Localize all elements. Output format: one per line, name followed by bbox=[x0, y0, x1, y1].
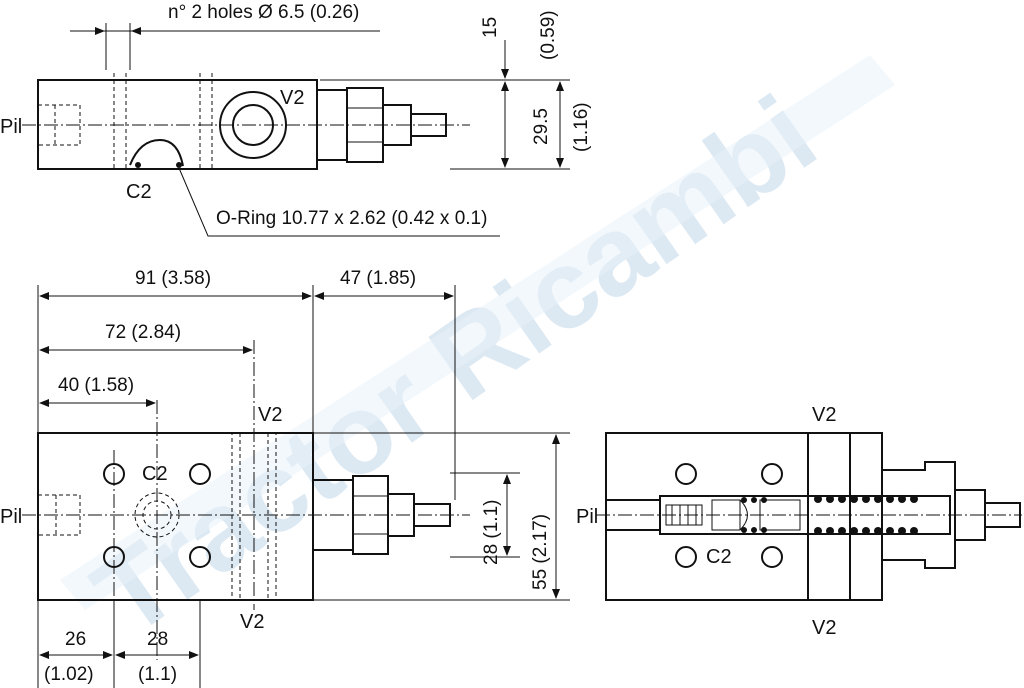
section-port-v2-bottom: V2 bbox=[812, 617, 836, 639]
dim-29-5-inch: (1.16) bbox=[571, 102, 592, 152]
dim-28-horizontal: 28 bbox=[147, 629, 168, 650]
dim-28-inch: (1.1) bbox=[138, 664, 177, 685]
dim-15: 15 bbox=[480, 17, 501, 38]
front-port-pil: Pil bbox=[0, 506, 22, 528]
oring-note: O-Ring 10.77 x 2.62 (0.42 x 0.1) bbox=[216, 208, 487, 229]
dim-47: 47 (1.85) bbox=[340, 268, 416, 289]
top-view: n° 2 holes Ø 6.5 (0.26) 15 (0.59) 29.5 (… bbox=[0, 2, 592, 237]
dim-26-inch: (1.02) bbox=[44, 664, 94, 685]
top-port-pil: Pil bbox=[0, 116, 22, 138]
dim-15-inch: (0.59) bbox=[538, 10, 559, 60]
holes-note: n° 2 holes Ø 6.5 (0.26) bbox=[168, 2, 359, 23]
dim-91: 91 (3.58) bbox=[135, 268, 211, 289]
front-view: 91 (3.58) 47 (1.85) 72 (2.84) 40 (1.58) … bbox=[0, 268, 570, 688]
section-port-c2: C2 bbox=[706, 546, 732, 568]
front-port-v2-bottom: V2 bbox=[240, 611, 264, 633]
dim-55: 55 (2.17) bbox=[530, 514, 551, 590]
front-port-c2: C2 bbox=[142, 463, 168, 485]
top-port-v2: V2 bbox=[280, 87, 304, 109]
section-port-v2-top: V2 bbox=[812, 404, 836, 426]
dim-29-5: 29.5 bbox=[531, 108, 552, 145]
dim-40: 40 (1.58) bbox=[58, 375, 134, 396]
oring-arc bbox=[129, 138, 184, 167]
front-port-v2-top: V2 bbox=[258, 404, 282, 426]
dim-72: 72 (2.84) bbox=[105, 322, 181, 343]
section-port-pil: Pil bbox=[576, 506, 598, 528]
spring bbox=[814, 495, 918, 535]
v2-bore bbox=[807, 432, 851, 601]
dim-26: 26 bbox=[65, 629, 86, 650]
section-view: V2 V2 C2 Pil bbox=[576, 404, 1022, 639]
section-block bbox=[605, 432, 883, 601]
watermark: Tractor Ricambi bbox=[60, 55, 895, 660]
dim-28-vertical: 28 (1.1) bbox=[481, 500, 502, 565]
top-port-c2: C2 bbox=[126, 181, 152, 203]
